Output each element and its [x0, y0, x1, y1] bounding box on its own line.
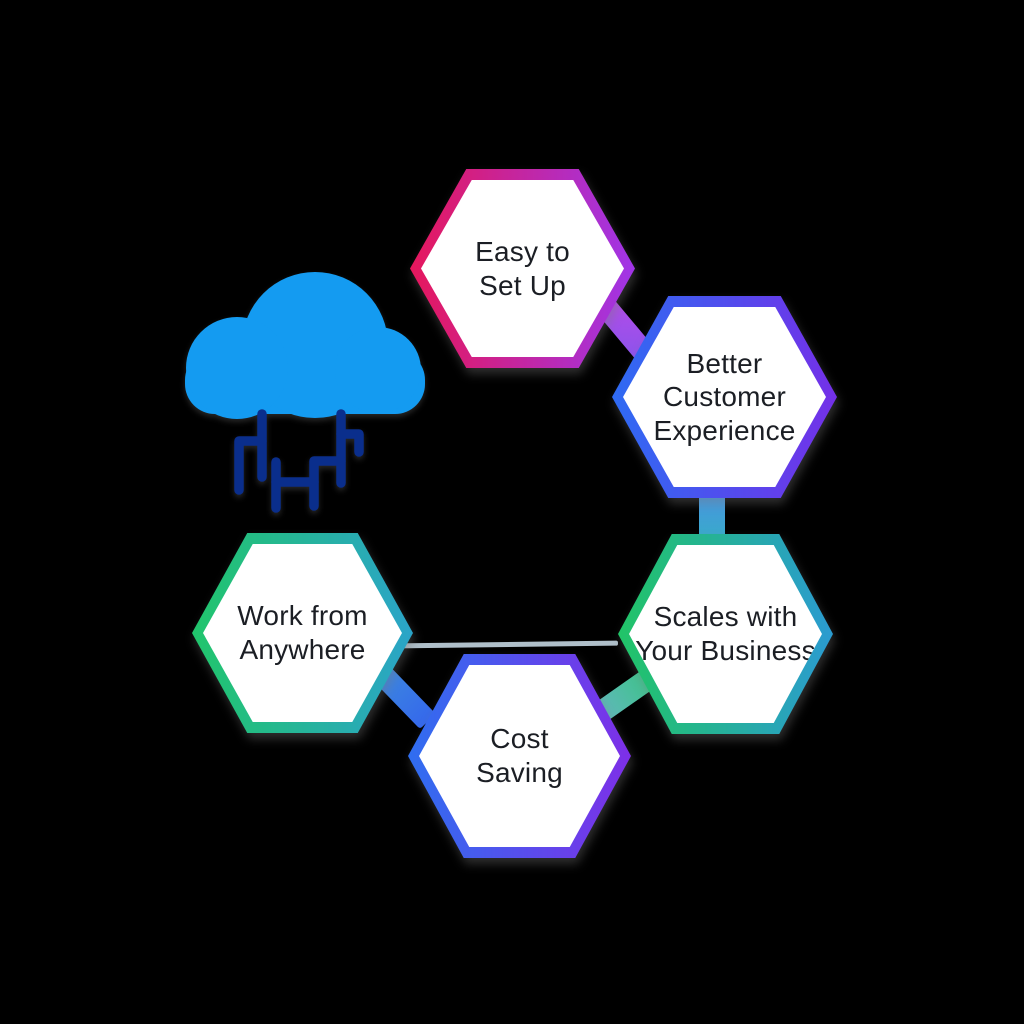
hex-fill: Cost Saving [419, 665, 620, 847]
hex-fill: Work from Anywhere [203, 544, 402, 722]
cloud-icon [185, 272, 425, 419]
hex-border: Better Customer Experience [612, 296, 837, 498]
hex-border: Work from Anywhere [192, 533, 413, 733]
node-label-easy-to-set-up: Easy to Set Up [475, 235, 570, 301]
node-label-scales-with-your-business: Scales with Your Business [635, 601, 816, 666]
node-label-work-from-anywhere: Work from Anywhere [237, 600, 368, 665]
hex-node-better-customer-experience: Better Customer Experience [612, 296, 837, 498]
hex-node-easy-to-set-up: Easy to Set Up [410, 169, 635, 368]
hex-border: Easy to Set Up [410, 169, 635, 368]
hex-border: Cost Saving [408, 654, 631, 858]
hex-node-cost-saving: Cost Saving [408, 654, 631, 858]
hex-fill: Easy to Set Up [421, 180, 624, 357]
circuit-lines-icon [234, 409, 364, 513]
hex-fill: Scales with Your Business [629, 545, 822, 723]
hex-node-work-from-anywhere: Work from Anywhere [192, 533, 413, 733]
node-label-cost-saving: Cost Saving [476, 723, 563, 788]
node-label-better-customer-experience: Better Customer Experience [653, 347, 796, 446]
cloud-network-icon [185, 272, 425, 513]
connector-work-to-scales-line [395, 640, 619, 649]
hex-node-scales-with-your-business: Scales with Your Business [618, 534, 833, 734]
hex-border: Scales with Your Business [618, 534, 833, 734]
hex-fill: Better Customer Experience [623, 307, 826, 487]
